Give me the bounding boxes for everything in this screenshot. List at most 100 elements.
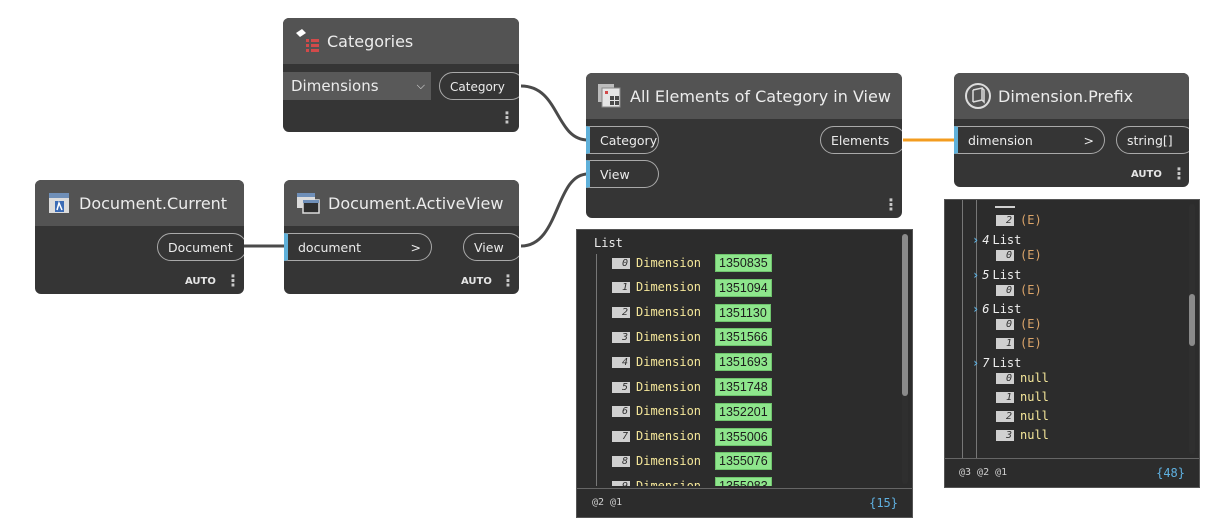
element-id-link[interactable]: 1351566	[715, 328, 772, 347]
tree-guide-line	[596, 254, 597, 486]
node-header[interactable]: All Elements of Category in View	[586, 73, 902, 119]
preview-scrollbar[interactable]	[902, 234, 908, 484]
chevron-right-icon[interactable]: ›	[972, 233, 980, 247]
item-index: 2	[996, 411, 1014, 422]
category-dropdown[interactable]: Dimensions ⌵	[283, 72, 431, 100]
item-type: Dimension	[636, 404, 702, 419]
item-index: 2	[996, 215, 1014, 226]
sublist-label: List	[992, 268, 1022, 282]
sublist-index: 7	[982, 356, 990, 370]
list-item: 0 null	[996, 371, 1049, 385]
item-index: 6	[612, 406, 630, 418]
item-index: 0	[996, 250, 1014, 261]
element-id-link[interactable]: 1355006	[715, 427, 772, 446]
dimension-prefix-icon	[965, 83, 991, 109]
item-index: 1	[996, 338, 1014, 349]
output-port-string-list[interactable]: string[]	[1116, 126, 1189, 154]
kebab-menu-icon[interactable]: ⋮	[499, 108, 515, 127]
view-icon	[297, 193, 320, 214]
node-header[interactable]: Dimension.Prefix	[954, 73, 1189, 119]
item-index: 4	[612, 356, 630, 368]
categories-node[interactable]: Categories Dimensions ⌵ Category ⋮	[283, 18, 519, 132]
input-port-view[interactable]: View	[586, 160, 659, 188]
lacing-label[interactable]: AUTO	[461, 276, 492, 287]
node-header[interactable]: Document.Current	[35, 180, 244, 226]
lacing-label[interactable]: AUTO	[185, 276, 216, 287]
all-elements-node[interactable]: All Elements of Category in View Categor…	[586, 73, 902, 218]
node-header[interactable]: Document.ActiveView	[284, 180, 519, 226]
list-item: 4 Dimension 1351693	[612, 353, 772, 372]
list-item: 0(E)	[996, 317, 1042, 331]
list-item: 2 null	[996, 409, 1049, 423]
item-value: null	[1020, 428, 1049, 442]
output-port-category[interactable]: Category	[439, 72, 519, 100]
item-value: null	[1020, 371, 1049, 385]
sublist-index: 5	[982, 268, 990, 282]
node-title: Document.ActiveView	[328, 193, 504, 213]
tree-guide-line	[976, 200, 977, 458]
node-header[interactable]: Categories	[283, 18, 519, 64]
input-port-dimension[interactable]: dimension >	[954, 126, 1105, 154]
port-label: Category	[450, 80, 505, 94]
chevron-right-icon[interactable]: ›	[972, 356, 980, 370]
output-port-document[interactable]: Document	[157, 233, 244, 261]
all-elements-icon	[598, 84, 621, 108]
element-id-link[interactable]: 1355083	[715, 477, 772, 486]
sublist-label: List	[992, 233, 1022, 247]
item-type: Dimension	[636, 354, 702, 369]
input-port-document[interactable]: document >	[284, 233, 432, 261]
kebab-menu-icon[interactable]: ⋮	[883, 195, 899, 214]
scrollbar-thumb[interactable]	[902, 234, 908, 396]
item-value: null	[1020, 409, 1049, 423]
kebab-menu-icon[interactable]: ⋮	[500, 271, 516, 290]
list-levels: @2 @1	[592, 497, 623, 508]
port-label: dimension	[968, 133, 1033, 148]
item-index: 9	[612, 480, 630, 486]
list-item: 6 Dimension 1352201	[612, 402, 772, 421]
kebab-menu-icon[interactable]: ⋮	[1171, 164, 1187, 183]
item-count: {15}	[869, 496, 898, 510]
port-arrow: >	[410, 240, 421, 255]
document-current-node[interactable]: Document.Current Document AUTO ⋮	[35, 180, 244, 294]
port-label: Category	[600, 133, 658, 148]
element-id-link[interactable]: 1351693	[715, 353, 772, 372]
port-label: Elements	[831, 133, 890, 148]
element-id-link[interactable]: 1352201	[715, 402, 772, 421]
chevron-down-icon: ⌵	[416, 79, 425, 92]
element-id-link[interactable]: 1351748	[715, 378, 772, 396]
tree-guide-line	[962, 200, 963, 458]
output-port-view[interactable]: View	[463, 233, 519, 261]
chevron-right-icon[interactable]: ›	[972, 268, 980, 282]
list-item: 9Dimension1355083	[612, 477, 772, 486]
kebab-menu-icon[interactable]: ⋮	[225, 271, 241, 290]
port-label: document	[298, 240, 362, 255]
item-count: {48}	[1156, 466, 1185, 480]
item-index: 0	[996, 373, 1014, 384]
element-id-link[interactable]: 1351094	[715, 278, 772, 297]
list-root-label: List	[594, 236, 623, 250]
chevron-right-icon[interactable]: ›	[972, 302, 980, 316]
scrollbar-thumb[interactable]	[1189, 294, 1195, 346]
element-id-link[interactable]: 1351130	[715, 303, 771, 322]
dimension-prefix-node[interactable]: Dimension.Prefix dimension > string[] AU…	[954, 73, 1189, 187]
element-id-link[interactable]: 1355076	[715, 452, 772, 471]
list-item: 1(E)	[996, 336, 1042, 350]
item-value: (E)	[1020, 283, 1042, 297]
output-port-elements[interactable]: Elements	[820, 126, 902, 154]
input-port-category[interactable]: Category	[586, 126, 659, 154]
preview-scrollbar[interactable]	[1189, 204, 1195, 454]
element-id-link[interactable]: 1350835	[715, 254, 772, 272]
lacing-label[interactable]: AUTO	[1131, 169, 1162, 180]
document-activeview-node[interactable]: Document.ActiveView document > View AUTO…	[284, 180, 519, 294]
